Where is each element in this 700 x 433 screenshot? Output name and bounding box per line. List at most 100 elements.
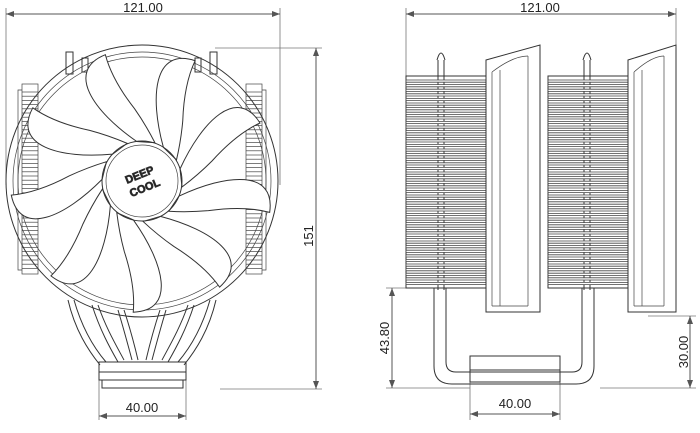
- side-width-label: 121.00: [520, 0, 560, 15]
- front-height-dimension: 151: [215, 47, 322, 390]
- fan-blade-shape: [27, 107, 129, 156]
- fin-plate: [547, 268, 629, 272]
- fan-blade: [179, 107, 261, 188]
- fin-plate: [405, 116, 487, 120]
- front-fan: DEEP COOL: [5, 44, 279, 318]
- fin-plate: [547, 236, 629, 239]
- fin-plate: [405, 79, 487, 83]
- fin-plate: [547, 139, 629, 143]
- fin-plate: [405, 84, 487, 88]
- front-width-dimension: 121.00: [5, 0, 281, 185]
- fin-plate: [547, 185, 629, 189]
- fan-frame-outer: [5, 44, 279, 318]
- fin-plate: [405, 190, 487, 193]
- fin-plate: [405, 93, 487, 97]
- fin-plate: [547, 121, 629, 124]
- side-fan-plates: [485, 44, 677, 313]
- fin-plate: [405, 194, 487, 198]
- side-fin-stacks: [405, 75, 629, 289]
- fin-plate: [405, 240, 487, 244]
- fan-blade-shape: [85, 54, 156, 144]
- fin-plate: [405, 282, 487, 285]
- fin-plate: [405, 254, 487, 258]
- fin-plate: [405, 259, 487, 262]
- fin-plate: [405, 217, 487, 221]
- fin-plate: [547, 98, 629, 101]
- front-base-dimension: 40.00: [98, 378, 187, 420]
- fan-blade-shape: [116, 211, 162, 313]
- fan-blade: [27, 107, 129, 156]
- fin-plate: [405, 199, 487, 203]
- hub-logo: DEEP COOL: [123, 164, 162, 200]
- fin-plate: [405, 111, 487, 115]
- fin-plate: [405, 125, 487, 129]
- fan-blade-shape: [50, 188, 111, 285]
- fin-plate: [547, 254, 629, 258]
- fin-plate: [547, 180, 629, 184]
- fin-plate: [547, 199, 629, 203]
- fin-plate: [547, 125, 629, 129]
- fin-plate: [405, 171, 487, 175]
- fin-plate: [405, 180, 487, 184]
- fan-blade-shape: [167, 178, 271, 214]
- plate-curve: [633, 55, 665, 73]
- side-base-dimension: 40.00: [469, 380, 561, 420]
- fin-plate: [547, 148, 629, 152]
- side-width-dimension: 121.00: [405, 0, 677, 80]
- fin-plate: [547, 107, 629, 111]
- fin-plate: [405, 167, 487, 170]
- fan-blade: [116, 211, 162, 313]
- fin-plate: [405, 245, 487, 249]
- fan-blade-shape: [142, 215, 232, 288]
- fin-plate: [547, 208, 629, 212]
- fin-plate: [547, 213, 629, 216]
- fin-plate: [547, 134, 629, 138]
- fin-plate: [405, 130, 487, 134]
- fin-plate: [405, 249, 487, 253]
- fin-plate: [405, 263, 487, 267]
- plate-curve: [491, 55, 529, 73]
- front-base-block: [98, 361, 187, 389]
- fan-blade: [167, 178, 271, 214]
- fan-blade: [155, 58, 196, 161]
- fan-blade: [85, 54, 156, 144]
- side-base-block: [469, 355, 561, 383]
- side-height-dimension: 30.00: [600, 315, 696, 389]
- fin-plate: [547, 217, 629, 221]
- fin-plate: [405, 226, 487, 230]
- fin-plate: [547, 79, 629, 83]
- fan-blade: [10, 160, 108, 220]
- fin-plate: [547, 88, 629, 92]
- fin-plate: [405, 121, 487, 124]
- fin-plate: [405, 107, 487, 111]
- fin-plate: [547, 93, 629, 97]
- fin-plate: [405, 268, 487, 272]
- side-clearance-dimension: 43.80: [377, 287, 470, 389]
- fin-plate: [405, 134, 487, 138]
- fin-plate: [547, 130, 629, 134]
- front-width-label: 121.00: [123, 0, 163, 15]
- fan-blade: [50, 188, 111, 285]
- fin-plate: [547, 194, 629, 198]
- fin-plate: [547, 102, 629, 106]
- fin-plate: [547, 203, 629, 207]
- fin-plate: [547, 226, 629, 230]
- fin-plate: [405, 144, 487, 147]
- fin-plate: [547, 190, 629, 193]
- fin-plate: [547, 167, 629, 170]
- fan-blade-shape: [155, 58, 196, 161]
- fin-plate: [547, 277, 629, 281]
- fin-plate: [405, 185, 487, 189]
- fin-plate: [405, 139, 487, 143]
- fan-blade-shape: [10, 160, 108, 220]
- fin-plate: [547, 259, 629, 262]
- fin-plate: [547, 111, 629, 115]
- fin-plate: [405, 98, 487, 101]
- front-view: 121.00 151 40.00: [5, 0, 322, 420]
- fin-plate: [547, 171, 629, 175]
- fin-plate: [405, 162, 487, 166]
- fin-plate: [405, 148, 487, 152]
- fan-blade: [142, 215, 232, 288]
- fin-plate: [547, 245, 629, 249]
